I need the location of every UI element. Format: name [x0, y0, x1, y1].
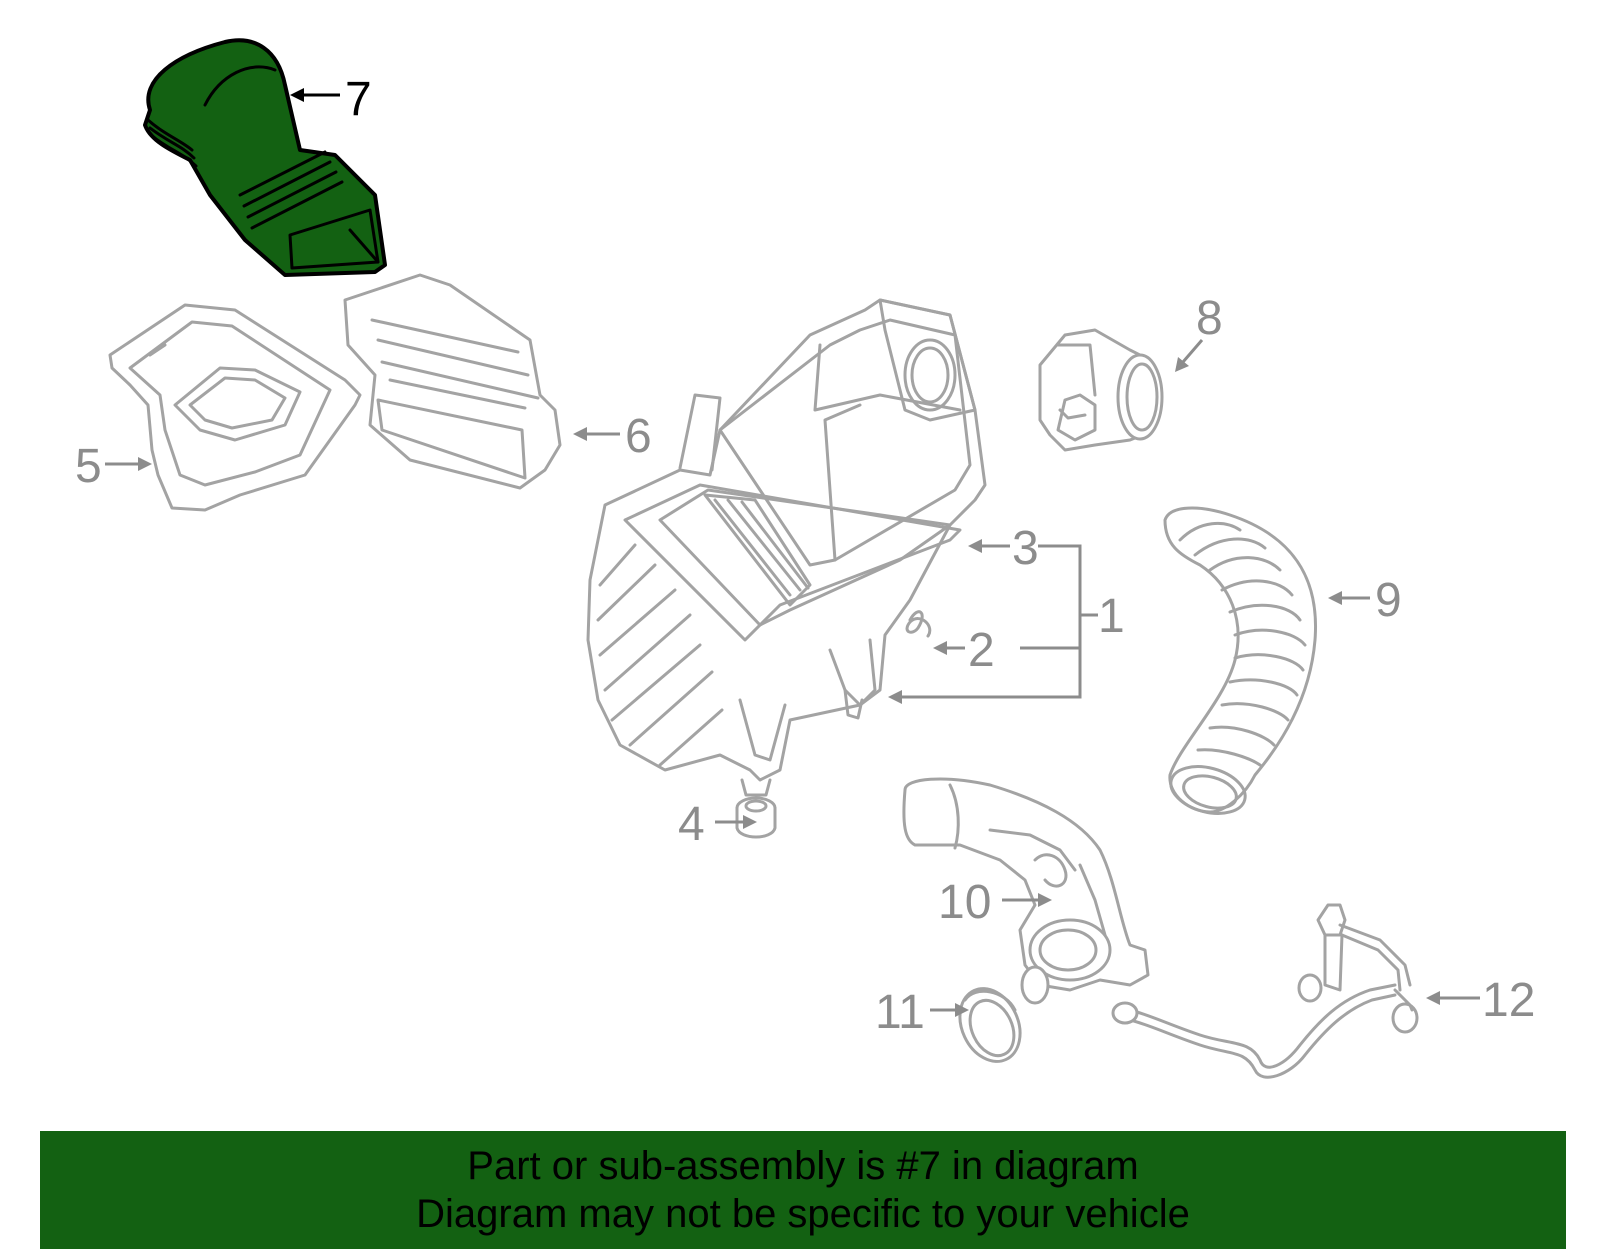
callout-labels: 7 5 6 3 2 1 8 9 4 10 11 12: [75, 73, 1535, 1039]
part-9-corrugated-hose[interactable]: [1163, 506, 1318, 821]
part-11-seal-ring[interactable]: [949, 979, 1032, 1072]
callout-9: 9: [1375, 574, 1402, 627]
callout-7: 7: [345, 73, 372, 126]
part-6-duct[interactable]: [343, 273, 562, 490]
banner-line-disclaimer: Diagram may not be specific to your vehi…: [416, 1192, 1190, 1236]
part-7-air-intake-duct[interactable]: [143, 38, 387, 277]
part-10-intake-boot[interactable]: [902, 777, 1150, 1005]
callout-1: 1: [1098, 590, 1125, 643]
leader-lines: [105, 88, 1480, 1017]
callout-11: 11: [875, 986, 925, 1039]
callout-12: 12: [1482, 974, 1535, 1027]
part-4-grommet[interactable]: [735, 778, 777, 839]
banner-line-part-number: Part or sub-assembly is #7 in diagram: [467, 1144, 1139, 1188]
callout-3: 3: [1012, 522, 1039, 575]
callout-4: 4: [678, 798, 705, 851]
part-2-clip[interactable]: [905, 610, 932, 638]
part-8-mass-air-flow-sensor[interactable]: [1038, 328, 1164, 452]
info-banner: Part or sub-assembly is #7 in diagram Di…: [40, 1131, 1566, 1249]
part-12-vent-hose[interactable]: [1111, 903, 1419, 1079]
callout-2: 2: [968, 624, 995, 677]
callout-10: 10: [938, 876, 991, 929]
part-5-shroud[interactable]: [108, 303, 362, 512]
callout-8: 8: [1196, 292, 1223, 345]
callout-5: 5: [75, 440, 102, 493]
part-1-air-cleaner-assembly[interactable]: [586, 298, 987, 782]
callout-6: 6: [625, 410, 652, 463]
